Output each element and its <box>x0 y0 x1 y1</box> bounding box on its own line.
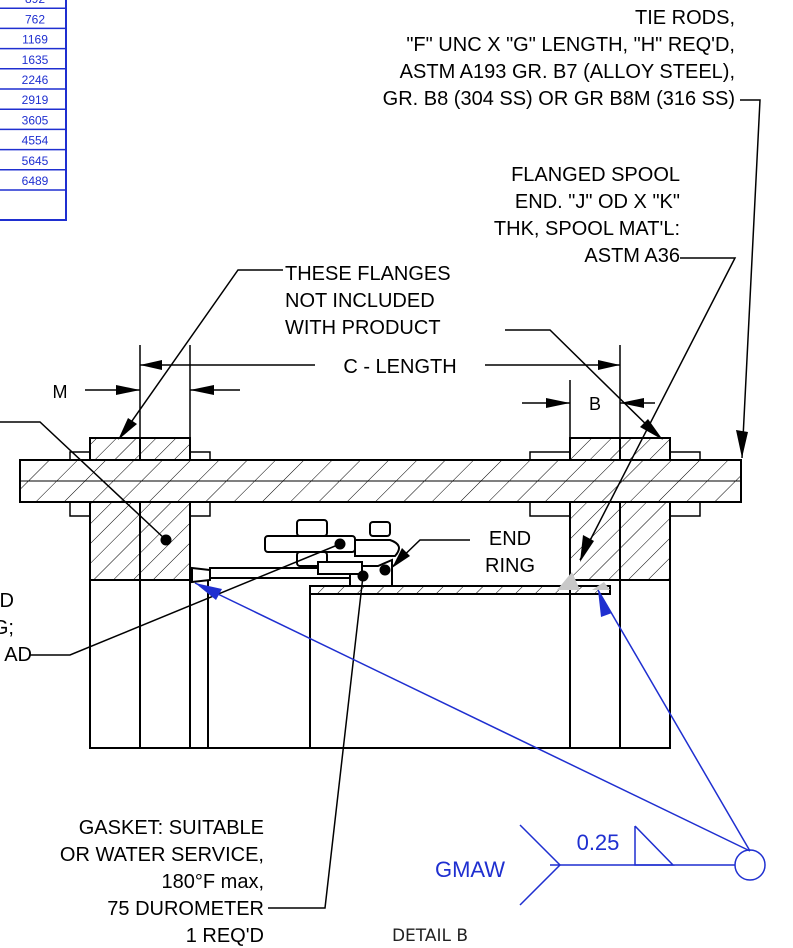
spool-line-1: FLANGED SPOOL <box>511 164 680 186</box>
dim-m-label: M <box>53 382 68 402</box>
end-ring-line-1: END <box>489 528 531 550</box>
spool-note: FLANGED SPOOL END. "J" OD X "K" THK, SPO… <box>494 164 680 267</box>
table-cell: 3605 <box>22 113 49 127</box>
gasket-line-4: 75 DUROMETER <box>107 898 264 920</box>
tie-rods-line-1: TIE RODS, <box>635 7 735 29</box>
flanges-note: THESE FLANGES NOT INCLUDED WITH PRODUCT <box>285 263 451 339</box>
left-partial-line-2: G; <box>0 617 14 639</box>
c-length-label: C - LENGTH <box>343 356 456 378</box>
flanges-line-2: NOT INCLUDED <box>285 290 435 312</box>
left-partial-line-1: D <box>0 590 14 612</box>
flanges-line-1: THESE FLANGES <box>285 263 451 285</box>
right-flange <box>569 501 671 749</box>
tie-rods-line-4: GR. B8 (304 SS) OR GR B8M (316 SS) <box>383 88 735 110</box>
spool-line-2: END. "J" OD X "K" <box>515 191 680 213</box>
nuts-top <box>69 437 701 461</box>
table-cell: 2919 <box>22 93 49 107</box>
table-cell: 1635 <box>22 53 49 67</box>
weld-symbol <box>194 582 766 906</box>
detail-label: DETAIL B <box>392 926 468 946</box>
spool-line-4: ASTM A36 <box>584 245 680 267</box>
end-ring-line-2: RING <box>485 555 535 577</box>
leader-lines <box>0 99 761 909</box>
end-ring-note: END RING <box>485 528 535 577</box>
dimension-table: 892 762 1169 1635 2246 2919 3605 4554 5645 6489 <box>0 0 67 221</box>
weld-process-label: GMAW <box>435 857 505 882</box>
left-partial-note: D G; AD <box>0 590 32 666</box>
left-flange <box>89 501 209 749</box>
flanges-line-3: WITH PRODUCT <box>285 317 441 339</box>
gasket-line-2: OR WATER SERVICE, <box>60 844 264 866</box>
left-partial-line-3: AD <box>4 644 32 666</box>
gasket-line-1: GASKET: SUITABLE <box>79 817 264 839</box>
tie-rod-bar <box>19 459 742 503</box>
tie-rods-note: TIE RODS, "F" UNC X "G" LENGTH, "H" REQ'… <box>383 7 735 110</box>
table-cell: 2246 <box>22 73 49 87</box>
table-cell: 5645 <box>22 154 49 168</box>
table-cell: 762 <box>25 12 45 26</box>
tie-rods-line-3: ASTM A193 GR. B7 (ALLOY STEEL), <box>400 61 735 83</box>
weld-size-label: 0.25 <box>577 830 620 855</box>
gasket-line-5: 1 REQ'D <box>186 925 264 947</box>
gasket-line-3: 180°F max, <box>162 871 264 893</box>
dim-b-label: B <box>589 394 601 414</box>
table-cell: 4554 <box>22 134 49 148</box>
table-cell: 6489 <box>22 174 49 188</box>
tie-rods-line-2: "F" UNC X "G" LENGTH, "H" REQ'D, <box>406 34 735 56</box>
spool-line-3: THK, SPOOL MAT'L: <box>494 218 680 240</box>
dimension-lines <box>85 345 655 438</box>
table-cell: 1169 <box>22 33 48 47</box>
spool <box>208 572 611 749</box>
table-rows: 892 762 1169 1635 2246 2919 3605 4554 5645 6489 <box>0 0 66 191</box>
gasket-note: GASKET: SUITABLE OR WATER SERVICE, 180°F… <box>60 817 264 947</box>
table-cell: 892 <box>25 0 45 6</box>
